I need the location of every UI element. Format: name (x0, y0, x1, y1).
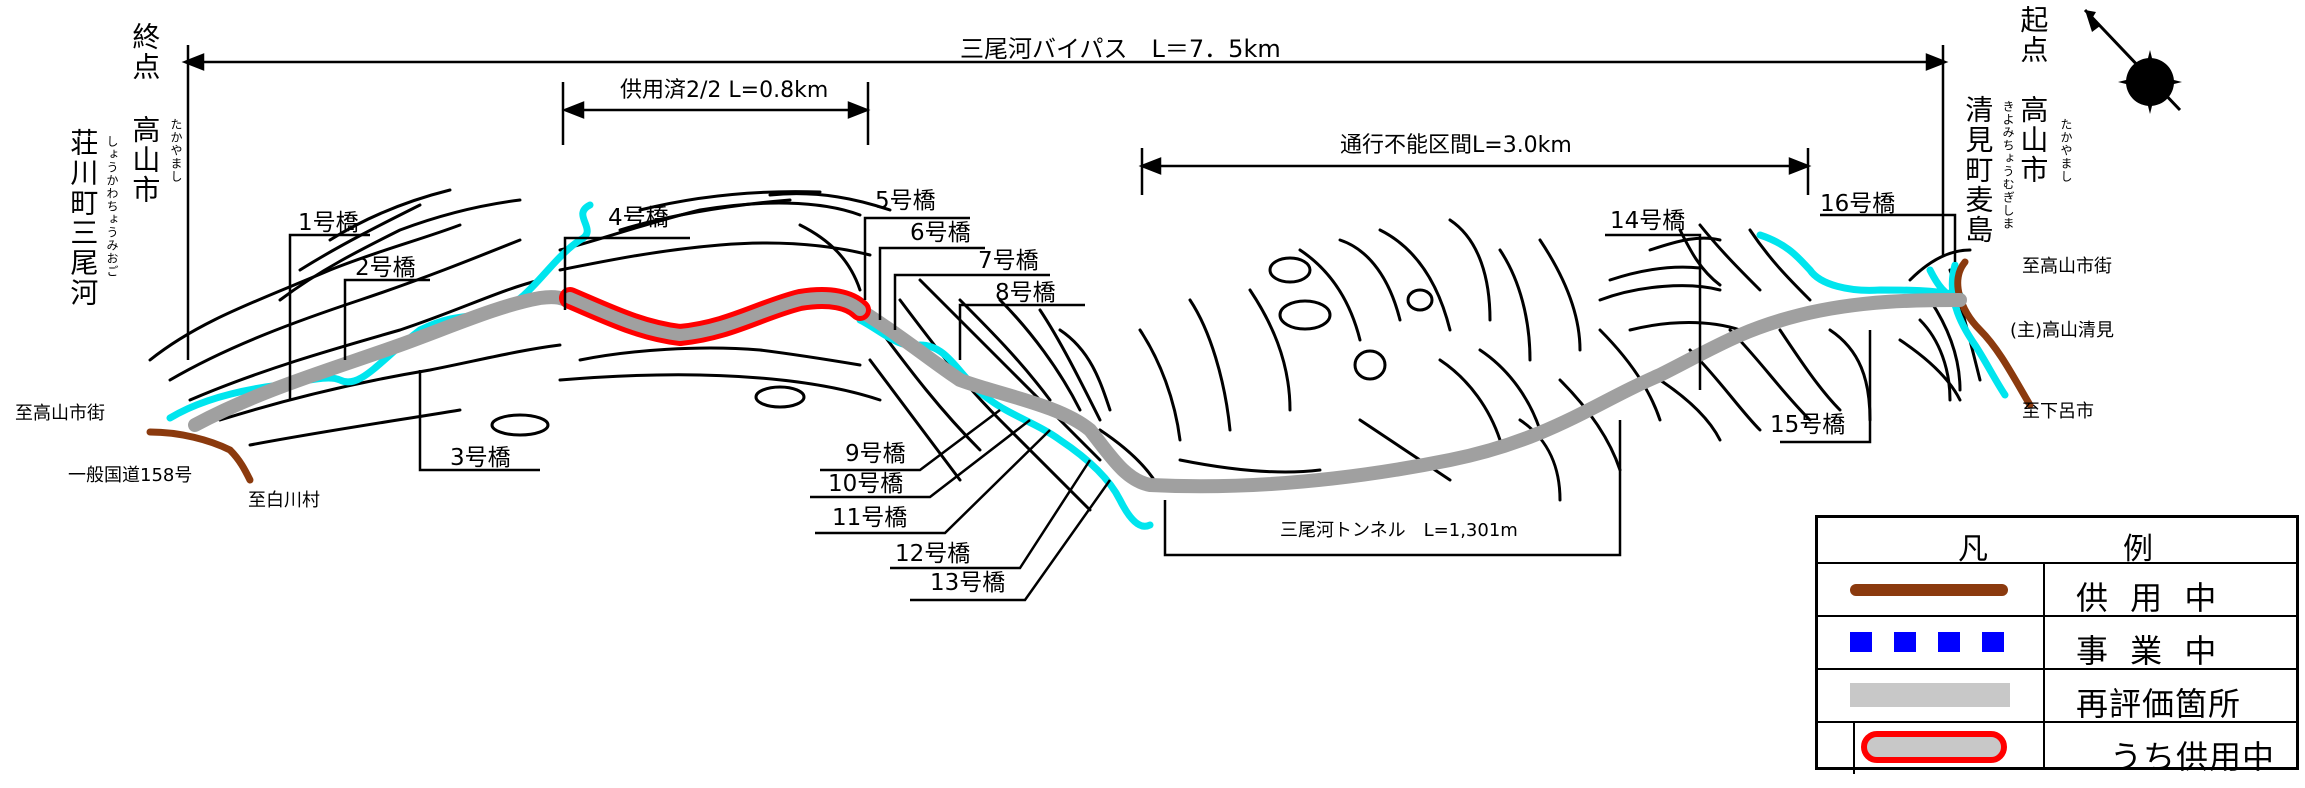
bridge-6: 6号橋 (910, 220, 971, 246)
direction-gero: 至下呂市 (2022, 401, 2094, 422)
bypass-title: 三尾河バイパス L＝7．5km (960, 37, 1281, 61)
end-place: 荘川町三尾河 (66, 128, 100, 308)
start-city-ruby: たかやまし (2059, 118, 2073, 183)
end-city: 高山市 (128, 115, 162, 205)
legend: 凡 例 供 用 中 事 業 中 再評価箇所 うち供用中 (1815, 515, 2299, 776)
bridge-12: 12号橋 (895, 541, 971, 567)
bridge-leaders (288, 213, 1957, 602)
north-arrow-icon (2083, 8, 2182, 114)
bridge-10: 10号橋 (828, 471, 904, 497)
bridge-11: 11号橋 (832, 505, 908, 531)
legend-label-reevaluation: 再評価箇所 (2076, 685, 2242, 723)
red-outline-swatch (1861, 731, 2007, 763)
bridge-13: 13号橋 (930, 570, 1006, 596)
start-point-label: 起点 (2016, 5, 2050, 65)
bypass-name: 三尾河バイパス (960, 35, 1128, 63)
bypass-length: L＝7．5km (1151, 35, 1281, 63)
bridge-5: 5号橋 (875, 188, 936, 214)
in-service-section (559, 287, 871, 346)
bridge-1: 1号橋 (298, 210, 359, 236)
existing-road (146, 258, 2034, 484)
legend-label-under-construction: 事 業 中 (2076, 632, 2223, 670)
bridge-8: 8号橋 (995, 280, 1056, 306)
end-place-ruby: しょうかわちょうみおご (105, 135, 119, 278)
contour-lines (148, 188, 1982, 512)
dimension-lines (181, 45, 1949, 360)
end-point-label: 終点 (128, 22, 162, 82)
legend-item-in-service: 供 用 中 (1818, 564, 2296, 617)
legend-title: 凡 例 (1818, 518, 2296, 567)
direction-takayama-right: 至高山市街 (2022, 256, 2112, 277)
bridge-7: 7号橋 (978, 248, 1039, 274)
start-city: 高山市 (2016, 95, 2050, 185)
bridge-2: 2号橋 (355, 255, 416, 281)
legend-title-left: 凡 (1958, 532, 1988, 567)
blue-dash-swatch (1850, 632, 2010, 652)
bridge-15: 15号橋 (1770, 412, 1846, 438)
gray-swatch (1850, 683, 2010, 707)
start-place-ruby: きよみちょうむぎしま (2001, 100, 2015, 230)
legend-item-in-service-section: うち供用中 (1853, 723, 2296, 776)
legend-label-in-service-section: うち供用中 (2110, 738, 2276, 776)
main-road-label: (主)高山清見 (2010, 320, 2115, 341)
tunnel-label: 三尾河トンネル L=1,301m (1280, 520, 1518, 541)
legend-item-reevaluation: 再評価箇所 (1818, 670, 2296, 723)
in-service-length: 供用済2/2 L=0.8km (620, 78, 829, 103)
brown-road-swatch (1850, 584, 2008, 596)
bypass-route (188, 290, 1967, 494)
legend-label-in-service: 供 用 中 (2076, 579, 2223, 617)
legend-item-under-construction: 事 業 中 (1818, 617, 2296, 670)
hill-contours (490, 256, 1434, 437)
bridge-4: 4号橋 (608, 205, 669, 231)
bridge-14: 14号橋 (1610, 208, 1686, 234)
legend-title-right: 例 (2123, 532, 2153, 567)
direction-shirakawa: 至白川村 (248, 490, 320, 511)
end-city-ruby: たかやまし (169, 118, 183, 183)
direction-takayama-left: 至高山市街 (15, 403, 105, 424)
start-place: 清見町麦島 (1961, 95, 1995, 245)
legend-divider (2043, 562, 2045, 770)
national-route-label: 一般国道158号 (68, 465, 193, 486)
closed-section-length: 通行不能区間L=3.0km (1340, 133, 1572, 158)
bridge-9: 9号橋 (845, 441, 906, 467)
bridge-3: 3号橋 (450, 445, 511, 471)
bridge-16: 16号橋 (1820, 191, 1896, 217)
